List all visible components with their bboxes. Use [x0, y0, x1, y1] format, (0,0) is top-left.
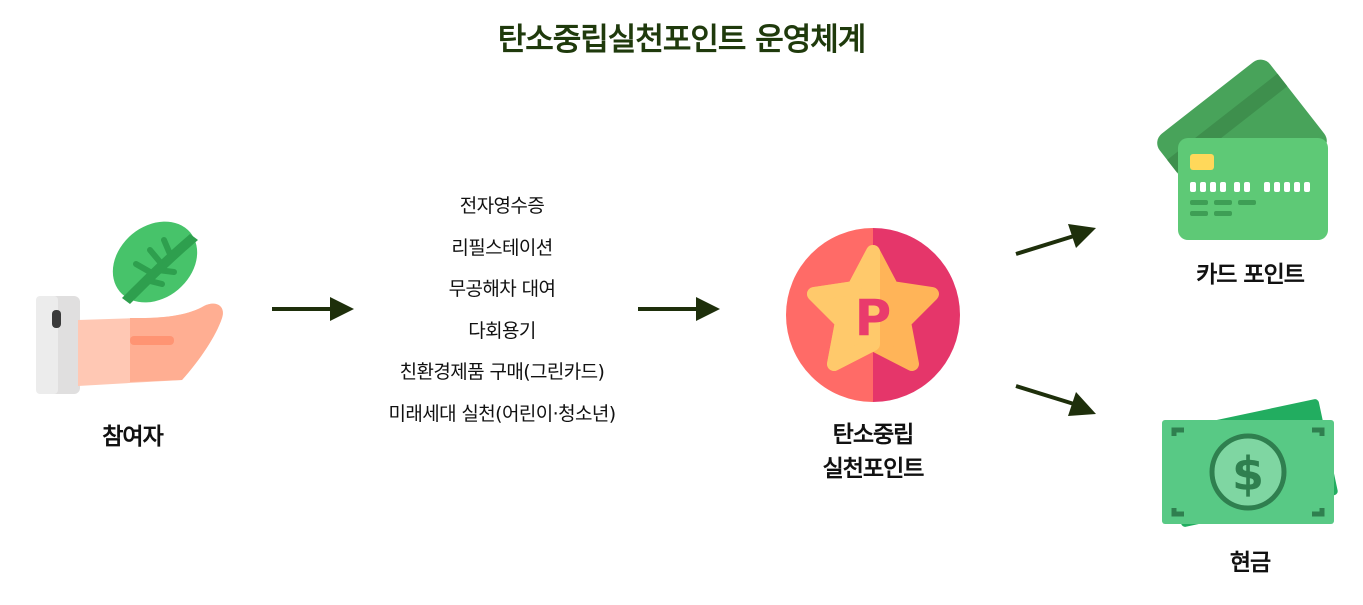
cash-label: 현금 [1229, 550, 1271, 576]
activity-item: 다회용기 [468, 319, 536, 342]
activity-item: 친환경제품 구매(그린카드) [399, 361, 605, 384]
diagram-title: 탄소중립실천포인트 운영체계 [497, 22, 867, 58]
hand-holding-leaf-icon [30, 210, 240, 400]
cash-bill-icon: $ [1158, 388, 1338, 540]
credit-card-icon [1142, 58, 1332, 244]
arrow-up-right-icon [1012, 220, 1098, 260]
point-label: 탄소중립 실천포인트 [770, 418, 976, 486]
point-label-line1: 탄소중립 [832, 422, 915, 448]
activity-item: 미래세대 실천(어린이·청소년) [388, 402, 616, 425]
activity-item: 무공해차 대여 [448, 278, 556, 301]
activity-list: 전자영수증 리필스테이션 무공해차 대여 다회용기 친환경제품 구매(그린카드)… [332, 186, 672, 436]
svg-text:$: $ [1232, 447, 1264, 501]
point-letter: P [855, 289, 892, 347]
activity-item: 리필스테이션 [451, 236, 553, 259]
activity-item: 전자영수증 [459, 195, 545, 217]
card-point-label: 카드 포인트 [1196, 262, 1305, 288]
point-label-line2: 실천포인트 [822, 456, 925, 482]
arrow-right-icon [270, 295, 356, 323]
participant-label: 참여자 [102, 424, 163, 450]
arrow-right-icon [636, 295, 722, 323]
arrow-down-right-icon [1012, 380, 1098, 420]
point-coin-icon: P [784, 226, 962, 404]
